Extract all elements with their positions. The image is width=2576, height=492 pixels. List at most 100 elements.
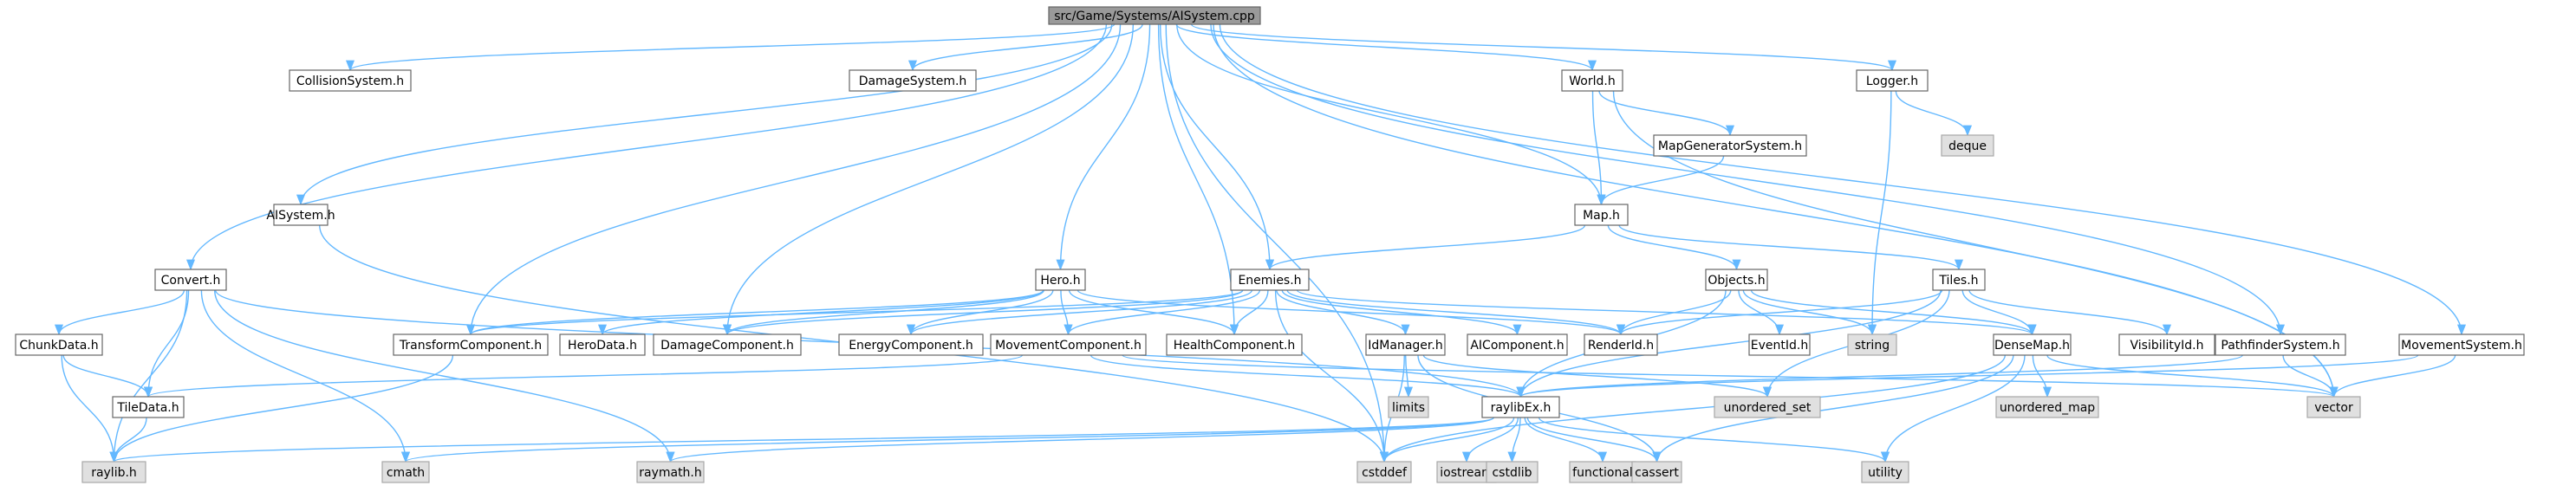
node-renderid[interactable]: RenderId.h [1584,333,1658,356]
node-visibility[interactable]: VisibilityId.h [2118,333,2215,356]
node-damagecomp[interactable]: DamageComponent.h [653,333,802,356]
node-box-tiledata [112,396,185,418]
edge-tiles-to-raylibex [1516,289,1942,398]
node-label-utility: utility [1868,466,1903,480]
node-collision[interactable]: CollisionSystem.h [289,69,412,92]
node-label-cstdlib: cstdlib [1492,466,1532,480]
node-box-raymath [636,461,705,483]
edge-root-to-damagecomp [722,23,1135,336]
edge-root-to-world [1175,23,1597,72]
node-box-tiles [1932,269,1986,291]
node-label-movecomp: MovementComponent.h [995,339,1142,353]
node-label-damagesys: DamageSystem.h [859,74,967,88]
node-layer: src/Game/Systems/AISystem.cppCollisionSy… [15,6,2525,483]
node-box-herodata [559,333,646,356]
node-deque: deque [1941,134,1994,157]
node-mapgen[interactable]: MapGeneratorSystem.h [1653,134,1807,157]
node-objects[interactable]: Objects.h [1705,269,1768,291]
node-box-world [1561,69,1623,92]
edge-raylibex-to-iostream [1461,417,1519,463]
edge-map-to-objects [1607,224,1741,271]
node-eventid[interactable]: EventId.h [1748,333,1811,356]
edge-idmanager-to-unordered_set [1422,354,1772,398]
edge-densemap-to-cstddef [1380,354,2007,463]
node-tiles[interactable]: Tiles.h [1932,269,1986,291]
edge-raylibex-to-cstddef [1380,417,1515,463]
edge-enemies-to-cstddef [1274,289,1389,463]
node-raylibex[interactable]: raylibEx.h [1481,396,1560,418]
node-label-unordered_set: unordered_set [1724,401,1812,415]
node-aisys[interactable]: AISystem.h [266,204,335,226]
node-box-cstddef [1356,461,1412,483]
node-health[interactable]: HealthComponent.h [1166,333,1303,356]
node-box-enemies [1230,269,1310,291]
node-convert[interactable]: Convert.h [154,269,227,291]
node-damagesys[interactable]: DamageSystem.h [849,69,977,92]
node-label-iostream: iostream [1440,466,1493,480]
edge-raylibex-to-functional [1524,417,1608,463]
node-label-string: string [1855,339,1890,353]
edge-densemap-to-utility [1880,354,2026,463]
node-box-damagesys [849,69,977,92]
node-box-densemap [1993,333,2072,356]
node-string: string [1847,333,1897,356]
edge-densemap-to-vector [2046,354,2339,398]
node-box-utility [1861,461,1909,483]
edge-raylibex-to-cstdlib [1507,417,1521,463]
edge-movesys-to-raylibex [1516,354,2419,398]
node-box-unordered_map [1995,396,2099,418]
edge-enemies-to-energy [907,289,1252,336]
node-box-visibility [2118,333,2215,356]
node-densemap[interactable]: DenseMap.h [1993,333,2072,356]
edge-movecomp-to-raylibex [1090,354,1525,398]
edge-idmanager-to-limits [1403,354,1414,398]
node-enemies[interactable]: Enemies.h [1230,269,1310,291]
node-unordered_map: unordered_map [1995,396,2099,418]
edge-root-to-convert [186,23,1108,271]
node-label-transform: TransformComponent.h [399,339,542,353]
node-root[interactable]: src/Game/Systems/AISystem.cpp [1048,6,1261,25]
node-box-aisys [273,204,329,226]
node-box-map [1574,204,1629,226]
edge-convert-to-tiledata [143,289,190,398]
node-world[interactable]: World.h [1561,69,1623,92]
node-label-functional: functional [1572,466,1633,480]
node-aicomp[interactable]: AIComponent.h [1467,333,1568,356]
node-energy[interactable]: EnergyComponent.h [838,333,984,356]
node-label-densemap: DenseMap.h [1994,339,2070,353]
node-raymath: raymath.h [636,461,705,483]
node-label-convert: Convert.h [161,274,221,288]
node-movecomp[interactable]: MovementComponent.h [990,333,1147,356]
edge-movecomp-to-vector [1122,354,2338,398]
node-map[interactable]: Map.h [1574,204,1629,226]
node-herodata[interactable]: HeroData.h [559,333,646,356]
edge-root-to-movesys [1219,23,2466,336]
node-pathfinder[interactable]: PathfinderSystem.h [2215,333,2346,356]
edge-movesys-to-vector [2329,354,2456,398]
node-chunkdata[interactable]: ChunkData.h [15,333,103,356]
node-label-mapgen: MapGeneratorSystem.h [1658,139,1802,153]
node-box-raylibex [1481,396,1560,418]
node-label-logger: Logger.h [1866,74,1918,88]
node-box-pathfinder [2215,333,2346,356]
node-box-eventid [1748,333,1811,356]
node-vector: vector [2306,396,2361,418]
node-box-cmath [381,461,430,483]
node-hero[interactable]: Hero.h [1035,269,1086,291]
edge-root-to-collision [346,23,1116,72]
node-idmanager[interactable]: IdManager.h [1365,333,1446,356]
node-label-eventid: EventId.h [1751,339,1808,353]
node-tiledata[interactable]: TileData.h [112,396,185,418]
node-label-root: src/Game/Systems/AISystem.cpp [1054,10,1255,23]
node-logger[interactable]: Logger.h [1856,69,1929,92]
edge-objects-to-eventid [1738,289,1785,336]
edge-logger-to-deque [1895,90,1973,137]
edge-map-to-enemies [1265,224,1586,271]
node-cassert: cassert [1631,461,1682,483]
node-label-raymath: raymath.h [639,466,702,480]
node-transform[interactable]: TransformComponent.h [393,333,549,356]
edge-root-to-transform [466,23,1122,336]
edge-map-to-tiles [1618,224,1963,271]
node-label-damagecomp: DamageComponent.h [660,339,794,353]
node-movesys[interactable]: MovementSystem.h [2398,333,2525,356]
